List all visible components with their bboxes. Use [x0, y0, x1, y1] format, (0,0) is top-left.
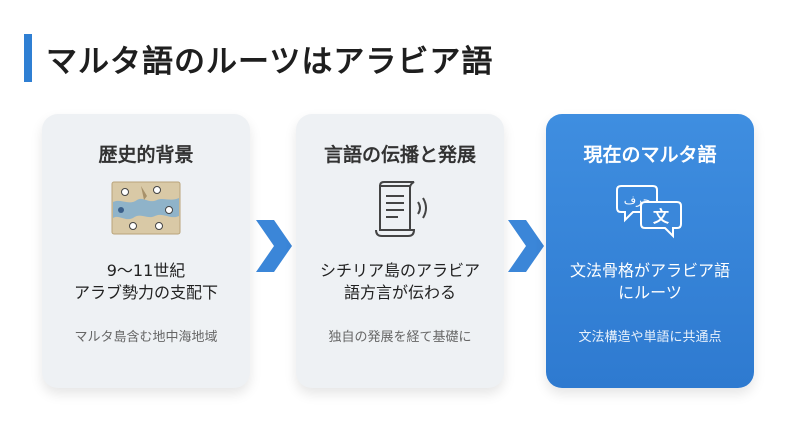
card-sub-text: 独自の発展を経て基礎に	[328, 330, 472, 345]
main-line-1: 9〜11世紀	[106, 261, 186, 280]
kanji-glyph: 文	[653, 207, 670, 226]
main-line-2: アラブ勢力の支配下	[73, 283, 218, 302]
card-title: 歴史的背景	[98, 144, 194, 166]
scroll-speaking-icon	[368, 180, 432, 244]
title-accent-bar	[24, 34, 32, 82]
card-historical-background: 歴史的背景 9〜11世紀 アラブ勢力の支配下 マルタ島含む地中海地域	[42, 114, 250, 388]
main-line-2: 語方言が伝わる	[343, 283, 456, 302]
card-title: 現在のマルタ語	[583, 144, 717, 166]
card-main-text: 9〜11世紀 アラブ勢力の支配下	[48, 260, 244, 304]
card-sub-text: 文法構造や単語に共通点	[578, 330, 722, 345]
title-block: マルタ語のルーツはアラビア語	[24, 34, 493, 82]
translation-bubbles-icon: حرف 文	[615, 180, 685, 244]
card-language-spread: 言語の伝播と発展 シチリア島のアラビア 語方言が伝わる 独自の発展を経て基礎に	[296, 114, 504, 388]
card-title: 言語の伝播と発展	[323, 144, 476, 166]
chevron-right-icon	[254, 218, 294, 278]
card-main-text: 文法骨格がアラビア語 にルーツ	[552, 260, 748, 304]
card-sub-text: マルタ島含む地中海地域	[74, 330, 218, 345]
card-current-maltese: 現在のマルタ語 حرف 文 文法骨格がアラビア語 にルーツ 文法構造や単語に共通…	[546, 114, 754, 388]
mediterranean-map-icon	[111, 180, 181, 240]
card-main-text: シチリア島のアラビア 語方言が伝わる	[302, 260, 498, 304]
main-line-1: 文法骨格がアラビア語	[569, 261, 730, 280]
chevron-right-icon	[506, 218, 546, 278]
page-title: マルタ語のルーツはアラビア語	[46, 43, 494, 80]
main-line-2: にルーツ	[618, 283, 682, 302]
main-line-1: シチリア島のアラビア	[319, 261, 480, 280]
